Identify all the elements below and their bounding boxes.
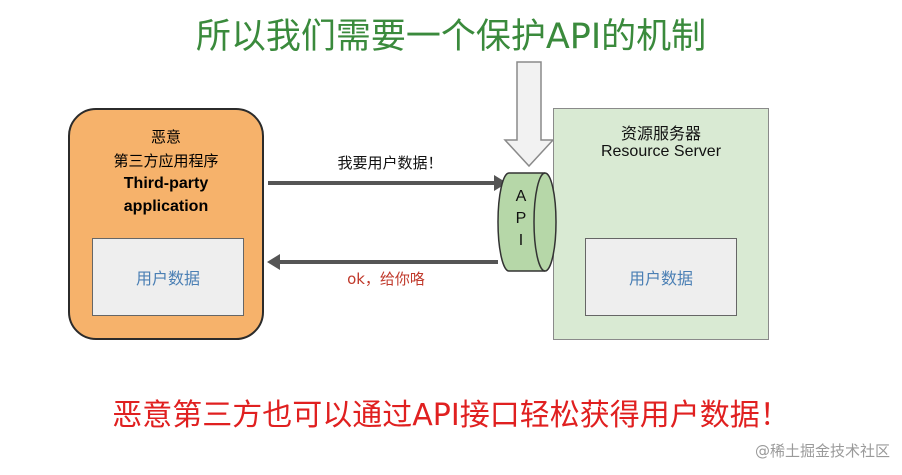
resource-server-title-en: Resource Server [600,143,722,160]
resource-server-title-cn: 资源服务器 [620,124,701,143]
third-party-label-cn: 第三方应用程序 [113,152,219,170]
response-arrowhead-icon [267,254,280,270]
down-arrow-icon [503,61,555,168]
api-cylinder [497,172,557,272]
api-letter-a: A [515,188,527,205]
third-party-label-en-2: application [123,198,209,215]
server-user-data-label: 用户数据 [628,269,693,288]
response-label: ok，给你咯 [347,270,425,288]
third-party-label-malicious: 恶意 [150,128,181,146]
page-title: 所以我们需要一个保护API的机制 [195,17,707,57]
conclusion-text: 恶意第三方也可以通过API接口轻松获得用户数据！ [112,398,790,433]
watermark: @稀土掘金技术社区 [754,442,890,460]
api-letter-i: I [518,232,524,249]
server-user-data-box: 用户数据 [585,238,737,316]
third-party-user-data-label: 用户数据 [135,269,200,288]
third-party-label-en-1: Third-party [123,175,209,192]
request-label: 我要用户数据！ [337,154,443,172]
api-letter-p: P [515,210,527,227]
third-party-user-data-box: 用户数据 [92,238,244,316]
